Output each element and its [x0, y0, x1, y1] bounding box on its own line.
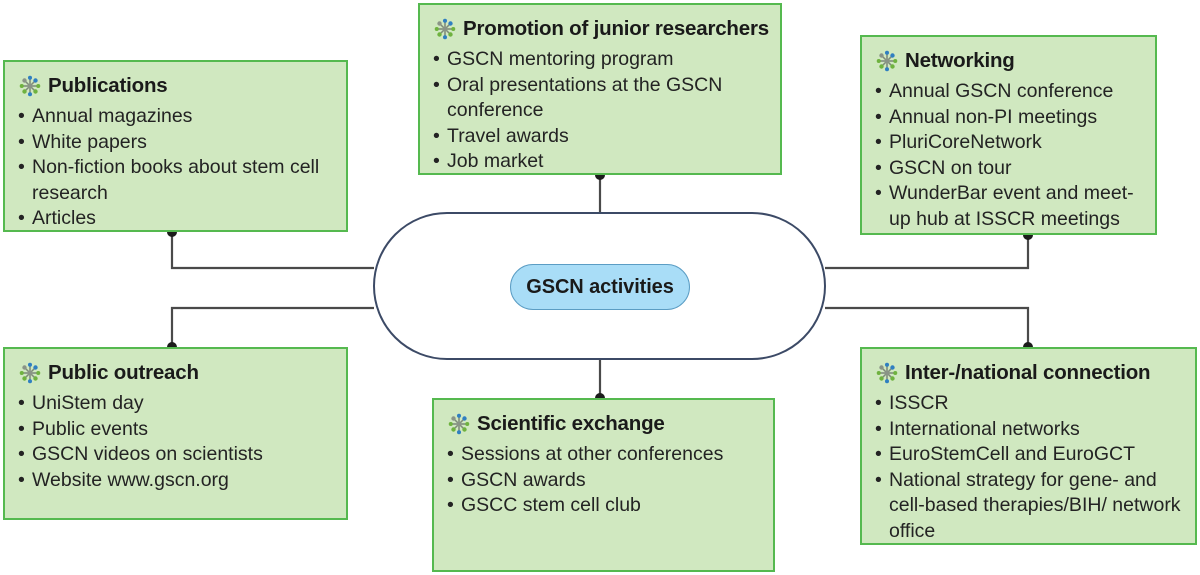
molecule-network-icon — [876, 50, 898, 72]
card-title: Scientific exchange — [477, 412, 665, 435]
list-item: International networks — [874, 417, 1183, 443]
card-item-list: Annual magazines White papers Non-fictio… — [17, 104, 334, 232]
card-publications[interactable]: Publications Annual magazines White pape… — [3, 60, 348, 232]
list-item: National strategy for gene- and cell-bas… — [874, 468, 1183, 545]
card-title: Publications — [48, 74, 168, 97]
card-inter-national-connection[interactable]: Inter-/national connection ISSCR Interna… — [860, 347, 1197, 545]
card-title: Promotion of junior researchers — [463, 17, 769, 40]
connector-international — [825, 306, 1030, 347]
list-item: GSCN on tour — [874, 156, 1143, 182]
list-item: Annual magazines — [17, 104, 334, 130]
list-item: Annual GSCN conference — [874, 79, 1143, 105]
list-item: WunderBar event and meet-up hub at ISSCR… — [874, 181, 1143, 232]
list-item: White papers — [17, 130, 334, 156]
list-item: Oral presentations at the GSCN conferenc… — [432, 73, 768, 124]
card-title: Public outreach — [48, 361, 199, 384]
list-item: PluriCoreNetwork — [874, 130, 1143, 156]
list-item: ISSCR — [874, 391, 1183, 417]
list-item: Travel awards — [432, 124, 768, 150]
list-item: GSCN awards — [446, 468, 761, 494]
card-scientific-exchange[interactable]: Scientific exchange Sessions at other co… — [432, 398, 775, 572]
molecule-network-icon — [434, 18, 456, 40]
molecule-network-icon — [876, 362, 898, 384]
card-promotion-of-junior-researchers[interactable]: Promotion of junior researchers GSCN men… — [418, 3, 782, 175]
card-networking[interactable]: Networking Annual GSCN conference Annual… — [860, 35, 1157, 235]
card-header: Publications — [19, 74, 334, 98]
center-label-pill: GSCN activities — [510, 264, 690, 310]
list-item: GSCN mentoring program — [432, 47, 768, 73]
card-title: Networking — [905, 49, 1015, 72]
card-item-list: GSCN mentoring program Oral presentation… — [432, 47, 768, 175]
list-item: Sessions at other conferences — [446, 442, 761, 468]
card-header: Inter-/national connection — [876, 361, 1183, 385]
card-item-list: Annual GSCN conference Annual non-PI mee… — [874, 79, 1143, 232]
card-item-list: UniStem day Public events GSCN videos on… — [17, 391, 334, 493]
list-item: Articles — [17, 206, 334, 232]
list-item: Job market — [432, 149, 768, 175]
connector-publications — [170, 232, 374, 270]
card-header: Scientific exchange — [448, 412, 761, 436]
molecule-network-icon — [448, 413, 470, 435]
card-header: Networking — [876, 49, 1143, 73]
card-title: Inter-/national connection — [905, 361, 1151, 384]
list-item: EuroStemCell and EuroGCT — [874, 442, 1183, 468]
card-header: Public outreach — [19, 361, 334, 385]
list-item: GSCN videos on scientists — [17, 442, 334, 468]
list-item: Non-fiction books about stem cell resear… — [17, 155, 334, 206]
list-item: UniStem day — [17, 391, 334, 417]
card-header: Promotion of junior researchers — [434, 17, 769, 41]
list-item: GSCC stem cell club — [446, 493, 761, 519]
list-item: Annual non-PI meetings — [874, 105, 1143, 131]
card-item-list: ISSCR International networks EuroStemCel… — [874, 391, 1183, 544]
molecule-network-icon — [19, 75, 41, 97]
list-item: Public events — [17, 417, 334, 443]
list-item: Website www.gscn.org — [17, 468, 334, 494]
card-public-outreach[interactable]: Public outreach UniStem day Public event… — [3, 347, 348, 520]
connector-networking — [825, 235, 1030, 270]
card-item-list: Sessions at other conferences GSCN award… — [446, 442, 761, 519]
connector-public-outreach — [170, 306, 374, 347]
molecule-network-icon — [19, 362, 41, 384]
center-label-text: GSCN activities — [526, 275, 674, 298]
